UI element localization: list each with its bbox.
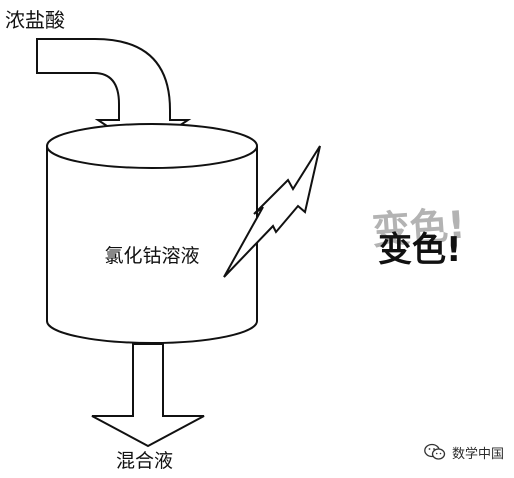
tank-body — [46, 146, 258, 344]
wechat-icon — [424, 443, 446, 460]
watermark-text: 数学中国 — [452, 446, 505, 462]
watermark: 数学中国 — [424, 441, 504, 463]
tank-top — [46, 123, 258, 169]
lightning-bolt — [223, 145, 321, 278]
tank-label: 氯化钴溶液 — [104, 245, 199, 267]
outlet-label: 混合液 — [116, 450, 173, 472]
inlet-label: 浓盐酸 — [5, 8, 65, 32]
tank — [46, 123, 258, 344]
color-change-shadow-text: 变色! — [371, 203, 467, 253]
inlet-arrow — [36, 38, 192, 152]
outlet-arrow — [91, 343, 205, 448]
color-change-text: 变色! — [378, 230, 462, 270]
